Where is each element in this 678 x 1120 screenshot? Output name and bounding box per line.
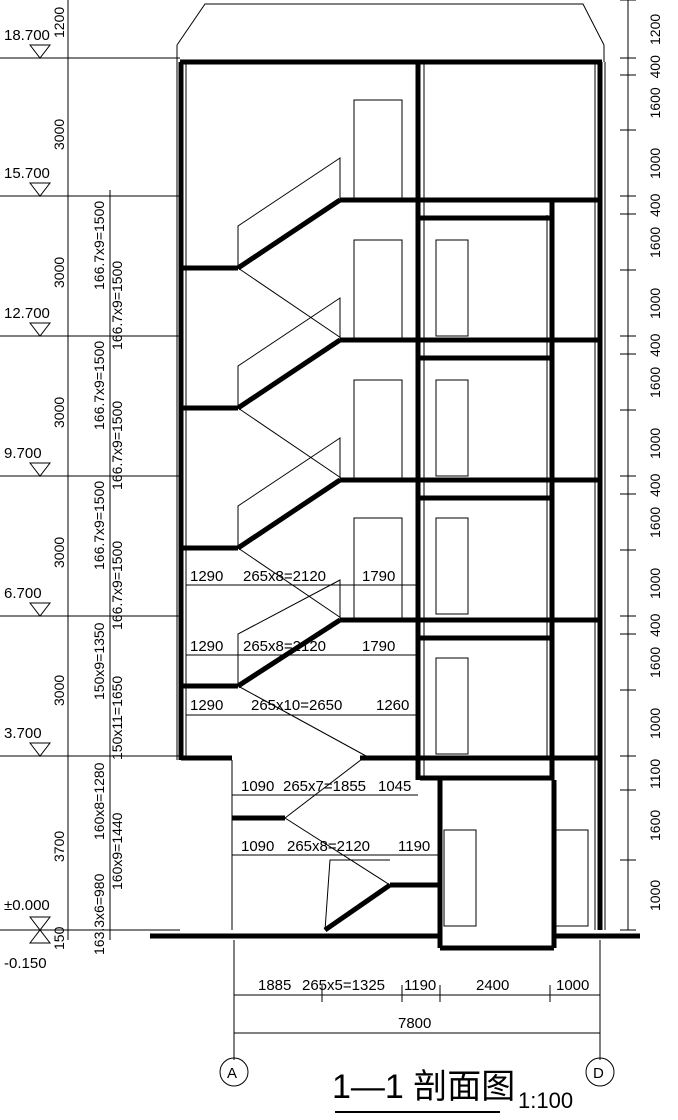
right-dim: 1000 (647, 288, 663, 319)
title-text: 1—1 剖面图 (332, 1068, 515, 1106)
stair-riser-dim: 166.7x9=1500 (91, 481, 107, 570)
stair-riser-dim: 160x8=1280 (91, 762, 107, 840)
left-dimensions: 18.700 15.700 12.700 9.700 6.700 3.700 ±… (0, 0, 180, 972)
landing-dim: 1290 (190, 638, 223, 655)
doors (353, 99, 589, 927)
right-dim: 400 (647, 473, 663, 497)
bottom-dim: 1885 (258, 977, 291, 994)
right-dim: 1600 (647, 647, 663, 678)
right-dim: 1000 (647, 880, 663, 911)
landing-dim: 1290 (190, 697, 223, 714)
right-dim: 1100 (647, 759, 663, 789)
right-dim: 400 (647, 193, 663, 217)
right-dim: 1600 (647, 367, 663, 398)
axis-markers: A D (219, 1033, 615, 1087)
landing-dim: 265x7=1855 (283, 778, 366, 795)
storey-dim: 3000 (51, 537, 67, 568)
landing-dim: 265x8=2120 (287, 838, 370, 855)
landing-dim: 1290 (190, 568, 223, 585)
right-dim: 1600 (647, 87, 663, 118)
landing-dimensions: 1290 265x8=2120 1790 1290 265x8=2120 179… (186, 568, 440, 856)
axis-d-circle (585, 1057, 615, 1087)
title-scale: 1:100 (518, 1088, 573, 1113)
right-dim: 1000 (647, 148, 663, 179)
stair-riser-dim: 166.7x9=1500 (91, 341, 107, 430)
storey-dim: 3000 (51, 119, 67, 150)
landing-dim: 265x8=2120 (243, 568, 326, 585)
right-dimensions: 1200 400 1600 1000 400 1600 1000 400 1600 1000 400… (620, 0, 663, 931)
right-dim: 1600 (647, 507, 663, 538)
stair-riser-dim: 166.7x9=1500 (91, 201, 107, 290)
bottom-dim: 1190 (404, 977, 436, 994)
axis-a-label: A (227, 1065, 237, 1082)
elevation-label: 12.700 (4, 305, 50, 322)
stair-riser-dim: 166.7x9=1500 (109, 401, 125, 490)
stair-riser-dim: 166.7x9=1500 (109, 541, 125, 630)
landing-dim: 1790 (362, 638, 395, 655)
storey-dim: 3000 (51, 397, 67, 428)
bottom-dim: 2400 (476, 977, 509, 994)
bottom-dim: 265x5=1325 (302, 977, 385, 994)
axis-a-circle (219, 1057, 249, 1087)
walls (176, 62, 606, 951)
storey-dim: 1200 (51, 7, 67, 38)
right-dim: 1000 (647, 568, 663, 599)
right-dim: 1000 (647, 708, 663, 739)
landing-dim: 265x10=2650 (251, 697, 342, 714)
stair-riser-dim: 160x9=1440 (109, 812, 125, 890)
elevation-label: 18.700 (4, 27, 50, 44)
landing-dim: 1790 (362, 568, 395, 585)
elevation-label: 6.700 (4, 585, 42, 602)
elevation-label: 9.700 (4, 445, 42, 462)
storey-dim: 3700 (51, 831, 67, 862)
right-dim: 1000 (647, 428, 663, 459)
storey-dim: 3000 (51, 257, 67, 288)
total-dim: 7800 (398, 1015, 431, 1032)
stair-riser-dim: 163.3x6=980 (91, 873, 107, 955)
bottom-dimensions: 1885 265x5=1325 1190 2400 1000 7800 (233, 940, 601, 1060)
right-dim: 1200 (647, 14, 663, 45)
elevation-label: ±0.000 (4, 897, 50, 914)
stair-riser-dim: 150x11=1650 (109, 676, 125, 760)
right-dim: 1600 (647, 810, 663, 841)
stair-riser-dim: 166.7x9=1500 (109, 261, 125, 350)
elevation-label: 3.700 (4, 725, 42, 742)
landing-dim: 1190 (398, 838, 430, 855)
landing-dim: 1090 (241, 838, 274, 855)
elevation-label: -0.150 (4, 955, 47, 972)
elevation-label: 15.700 (4, 165, 50, 182)
landing-dim: 265x8=2120 (243, 638, 326, 655)
right-dim: 400 (647, 55, 663, 79)
landing-dim: 1260 (376, 697, 409, 714)
landing-dim: 1045 (378, 778, 411, 795)
axis-d-label: D (593, 1065, 604, 1082)
roof (176, 3, 605, 65)
storey-dim: 150 (51, 926, 67, 950)
drawing-title: 1—1 剖面图 1:100 (332, 1068, 573, 1113)
right-dim: 400 (647, 333, 663, 357)
right-dim: 400 (647, 613, 663, 637)
bottom-dim: 1000 (556, 977, 589, 994)
stairs (236, 157, 392, 933)
storey-dim: 3000 (51, 675, 67, 706)
stair-riser-dim: 150x9=1350 (91, 622, 107, 700)
right-dim: 1600 (647, 227, 663, 258)
landing-dim: 1090 (241, 778, 274, 795)
